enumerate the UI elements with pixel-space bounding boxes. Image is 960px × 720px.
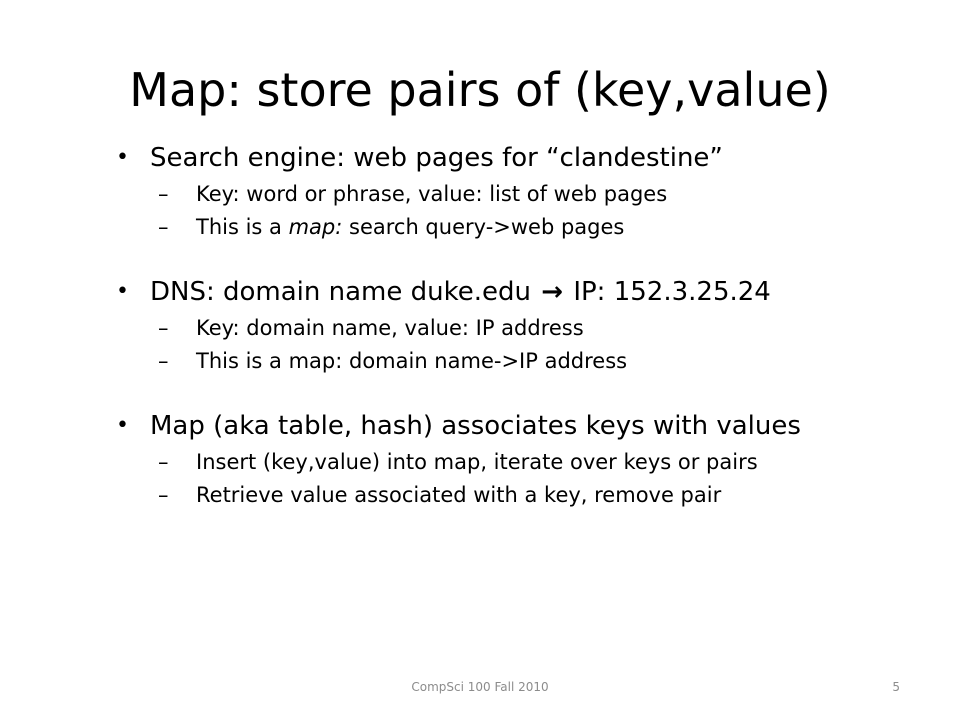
right-arrow-icon: → (541, 277, 564, 307)
footer-text: CompSci 100 Fall 2010 (411, 680, 549, 694)
slide-title: Map: store pairs of (key,value) (129, 63, 831, 117)
sub-bullet: – Key: word or phrase, value: list of we… (112, 178, 912, 211)
dash: – (158, 316, 169, 340)
dash: – (158, 349, 169, 373)
sub-bullet-text: Insert (key,value) into map, iterate ove… (196, 450, 758, 474)
dash: – (158, 215, 169, 239)
sub-bullet-text-post: search query->web pages (342, 215, 625, 239)
sub-bullet-text-pre: This is a (196, 215, 289, 239)
sub-bullet-text: Retrieve value associated with a key, re… (196, 483, 722, 507)
page-number: 5 (892, 680, 900, 694)
slide-content: • Search engine: web pages for “clandest… (112, 138, 912, 512)
sub-bullet: – Insert (key,value) into map, iterate o… (112, 446, 912, 479)
sub-bullet-text: Key: word or phrase, value: list of web … (196, 182, 668, 206)
dash: – (158, 483, 169, 507)
bullet-dot: • (116, 413, 129, 438)
sub-bullet: – This is a map: domain name->IP address (112, 345, 912, 378)
sub-bullet-text: This is a map: domain name->IP address (196, 349, 628, 373)
bullet-text-post: IP: 152.3.25.24 (565, 277, 771, 307)
bullet-text: Search engine: web pages for “clandestin… (150, 143, 723, 173)
bullet-text: Map (aka table, hash) associates keys wi… (150, 411, 801, 441)
sub-bullet: – This is a map: search query->web pages (112, 211, 912, 244)
dash: – (158, 182, 169, 206)
sub-bullet: – Key: domain name, value: IP address (112, 312, 912, 345)
bullet-dot: • (116, 279, 129, 304)
bullet-dot: • (116, 145, 129, 170)
bullet-dns: • DNS: domain name duke.edu → IP: 152.3.… (112, 272, 912, 312)
sub-bullet: – Retrieve value associated with a key, … (112, 479, 912, 512)
bullet-text-pre: DNS: domain name duke.edu (150, 277, 540, 307)
sub-bullet-text: Key: domain name, value: IP address (196, 316, 584, 340)
sub-bullet-text-em: map: (288, 215, 343, 239)
bullet-map: • Map (aka table, hash) associates keys … (112, 406, 912, 446)
bullet-search-engine: • Search engine: web pages for “clandest… (112, 138, 912, 178)
dash: – (158, 450, 169, 474)
